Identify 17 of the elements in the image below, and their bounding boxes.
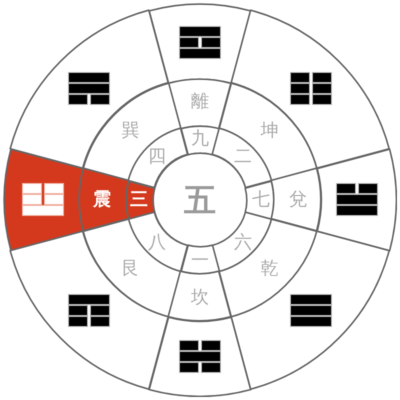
center-number: 五 <box>184 184 216 216</box>
numeral-label: 七 <box>252 190 270 209</box>
numeral-label: 二 <box>234 148 252 166</box>
numeral-label: 六 <box>234 234 252 252</box>
trigram-name: 坎 <box>190 288 209 307</box>
numeral-label: 八 <box>148 234 166 252</box>
trigram-name: 離 <box>190 92 209 111</box>
trigram-name: 乾 <box>260 260 278 278</box>
trigram-name: 兌 <box>288 190 307 209</box>
numeral-label: 九 <box>190 130 209 148</box>
numeral-label: 三 <box>130 190 148 209</box>
trigram-name: 震 <box>92 190 111 209</box>
numeral-label: 一 <box>190 252 209 270</box>
trigram-name: 坤 <box>260 122 278 140</box>
trigram-name: 巽 <box>122 122 140 140</box>
trigram-name: 艮 <box>122 260 140 278</box>
numeral-label: 四 <box>148 148 166 166</box>
